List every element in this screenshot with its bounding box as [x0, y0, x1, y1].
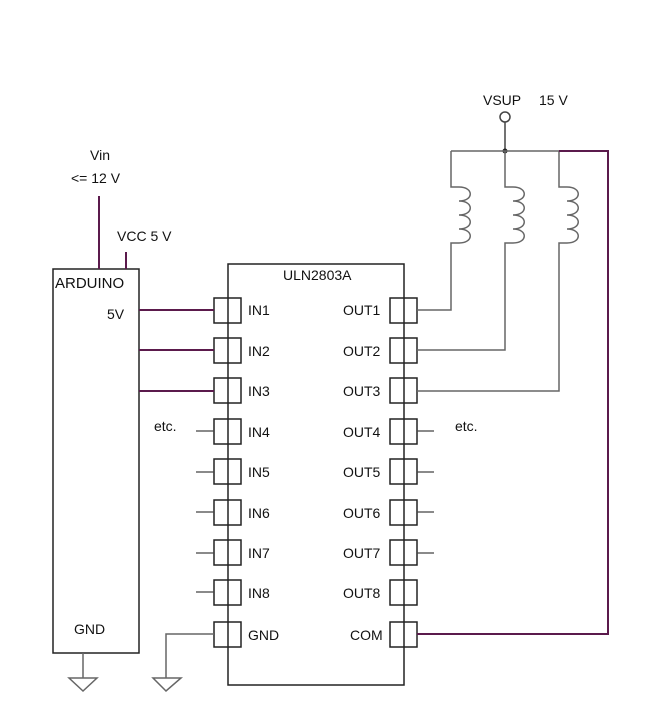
com-wire: [417, 150, 609, 635]
label-out4: OUT4: [343, 424, 381, 440]
label-out8: OUT8: [343, 585, 381, 601]
etc-label-right: etc.: [455, 418, 478, 434]
coil-3: [417, 151, 579, 392]
vsup-terminal: [499, 111, 511, 123]
uln2803a-chip: [227, 263, 405, 686]
pin-out8: [389, 579, 418, 606]
label-out3: OUT3: [343, 383, 381, 399]
vcc-label: VCC 5 V: [117, 228, 172, 244]
input-wires: [139, 309, 214, 392]
stub-leads: [196, 430, 434, 593]
coil-1: [417, 151, 471, 311]
label-out5: OUT5: [343, 464, 381, 480]
coil-2: [417, 151, 525, 351]
vin-label: Vin: [90, 147, 110, 163]
chip-ground-symbol: [151, 633, 214, 693]
label-in7: IN7: [248, 545, 270, 561]
label-in4: IN4: [248, 424, 270, 440]
label-com: COM: [350, 627, 383, 643]
label-in3: IN3: [248, 383, 270, 399]
label-out6: OUT6: [343, 505, 381, 521]
label-in1: IN1: [248, 302, 270, 318]
chip-title: ULN2803A: [283, 267, 352, 283]
vsup-label: VSUP: [483, 92, 521, 108]
arduino-board: [52, 268, 140, 654]
label-out1: OUT1: [343, 302, 381, 318]
arduino-ground-symbol: [67, 653, 99, 693]
label-gnd: GND: [248, 627, 279, 643]
vin-limit-label: <= 12 V: [71, 170, 121, 186]
label-in6: IN6: [248, 505, 270, 521]
label-in8: IN8: [248, 585, 270, 601]
arduino-title: ARDUINO: [55, 275, 124, 292]
arduino-gnd-label: GND: [74, 621, 105, 637]
label-in5: IN5: [248, 464, 270, 480]
label-in2: IN2: [248, 343, 270, 359]
vsup-value: 15 V: [539, 92, 568, 108]
arduino-5v-label: 5V: [107, 306, 125, 322]
label-out2: OUT2: [343, 343, 381, 359]
label-out7: OUT7: [343, 545, 381, 561]
etc-label-left: etc.: [154, 418, 177, 434]
